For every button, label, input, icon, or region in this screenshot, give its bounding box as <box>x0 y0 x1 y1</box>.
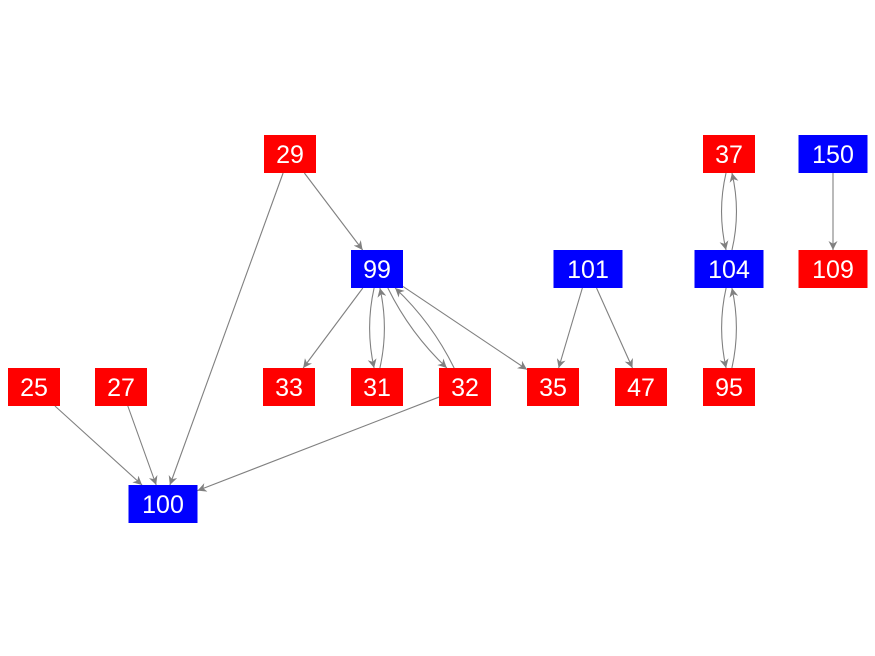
edge-31-to-99 <box>377 287 387 369</box>
node-label: 101 <box>567 256 609 284</box>
node-label: 104 <box>708 256 750 284</box>
node-33[interactable]: 33 <box>263 368 315 406</box>
node-100[interactable]: 100 <box>128 485 198 523</box>
edge-101-to-35 <box>556 287 583 369</box>
node-box <box>553 250 623 288</box>
node-box <box>8 368 60 406</box>
node-box <box>264 135 316 173</box>
node-box <box>703 135 755 173</box>
node-35[interactable]: 35 <box>527 368 579 406</box>
node-label: 150 <box>812 141 854 169</box>
node-box <box>615 368 667 406</box>
node-32[interactable]: 32 <box>439 368 491 406</box>
node-label: 33 <box>275 374 303 402</box>
node-box <box>703 368 755 406</box>
edge-99-to-33 <box>302 287 364 369</box>
edge-104-to-95 <box>719 287 729 369</box>
node-101[interactable]: 101 <box>553 250 623 288</box>
node-label: 29 <box>276 141 304 169</box>
node-label: 95 <box>715 374 743 402</box>
edge-99-to-32 <box>387 287 448 369</box>
node-label: 32 <box>451 374 479 402</box>
node-box <box>798 250 868 288</box>
node-box <box>351 250 403 288</box>
node-label: 47 <box>627 374 655 402</box>
node-box <box>351 368 403 406</box>
node-109[interactable]: 109 <box>798 250 868 288</box>
edge-104-to-37 <box>729 172 739 251</box>
node-47[interactable]: 47 <box>615 368 667 406</box>
node-label: 109 <box>812 256 854 284</box>
node-150[interactable]: 150 <box>798 135 868 173</box>
node-104[interactable]: 104 <box>694 250 764 288</box>
node-box <box>527 368 579 406</box>
node-label: 31 <box>363 374 391 402</box>
edge-37-to-104 <box>719 172 729 251</box>
node-label: 37 <box>715 141 743 169</box>
edge-101-to-47 <box>596 287 633 369</box>
node-box <box>798 135 868 173</box>
edge-29-to-99 <box>303 172 364 251</box>
edge-32-to-100 <box>197 396 440 492</box>
node-label: 100 <box>142 491 184 519</box>
node-99[interactable]: 99 <box>351 250 403 288</box>
edge-32-to-99 <box>394 287 455 369</box>
edge-99-to-31 <box>367 287 377 369</box>
node-31[interactable]: 31 <box>351 368 403 406</box>
edge-99-to-35 <box>402 285 528 371</box>
node-95[interactable]: 95 <box>703 368 755 406</box>
node-27[interactable]: 27 <box>95 368 147 406</box>
node-box <box>439 368 491 406</box>
edge-27-to-100 <box>127 405 158 486</box>
node-label: 25 <box>20 374 48 402</box>
node-label: 35 <box>539 374 567 402</box>
node-box <box>694 250 764 288</box>
edge-95-to-104 <box>729 287 739 369</box>
edges-layer <box>54 172 838 492</box>
node-box <box>128 485 198 523</box>
node-25[interactable]: 25 <box>8 368 60 406</box>
node-29[interactable]: 29 <box>264 135 316 173</box>
node-37[interactable]: 37 <box>703 135 755 173</box>
edge-25-to-100 <box>54 405 143 486</box>
node-box <box>263 368 315 406</box>
edge-29-to-100 <box>168 172 284 486</box>
node-label: 99 <box>363 256 391 284</box>
node-label: 27 <box>107 374 135 402</box>
node-box <box>95 368 147 406</box>
nodes-layer: 29 99 101 37 150 104 109 25 27 33 31 32 35 47 95 100 <box>8 135 868 523</box>
